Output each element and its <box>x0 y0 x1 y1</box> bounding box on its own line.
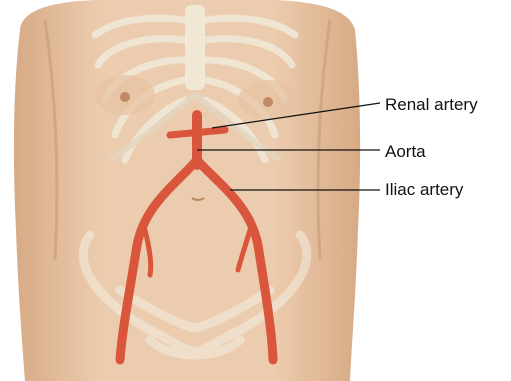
iliac-artery-label: Iliac artery <box>385 181 463 198</box>
renal-artery-label: Renal artery <box>385 96 478 113</box>
left-nipple <box>120 92 130 102</box>
renal-arteries <box>170 130 225 135</box>
right-nipple <box>263 97 273 107</box>
sternum <box>185 5 205 90</box>
aorta-label: Aorta <box>385 143 426 160</box>
